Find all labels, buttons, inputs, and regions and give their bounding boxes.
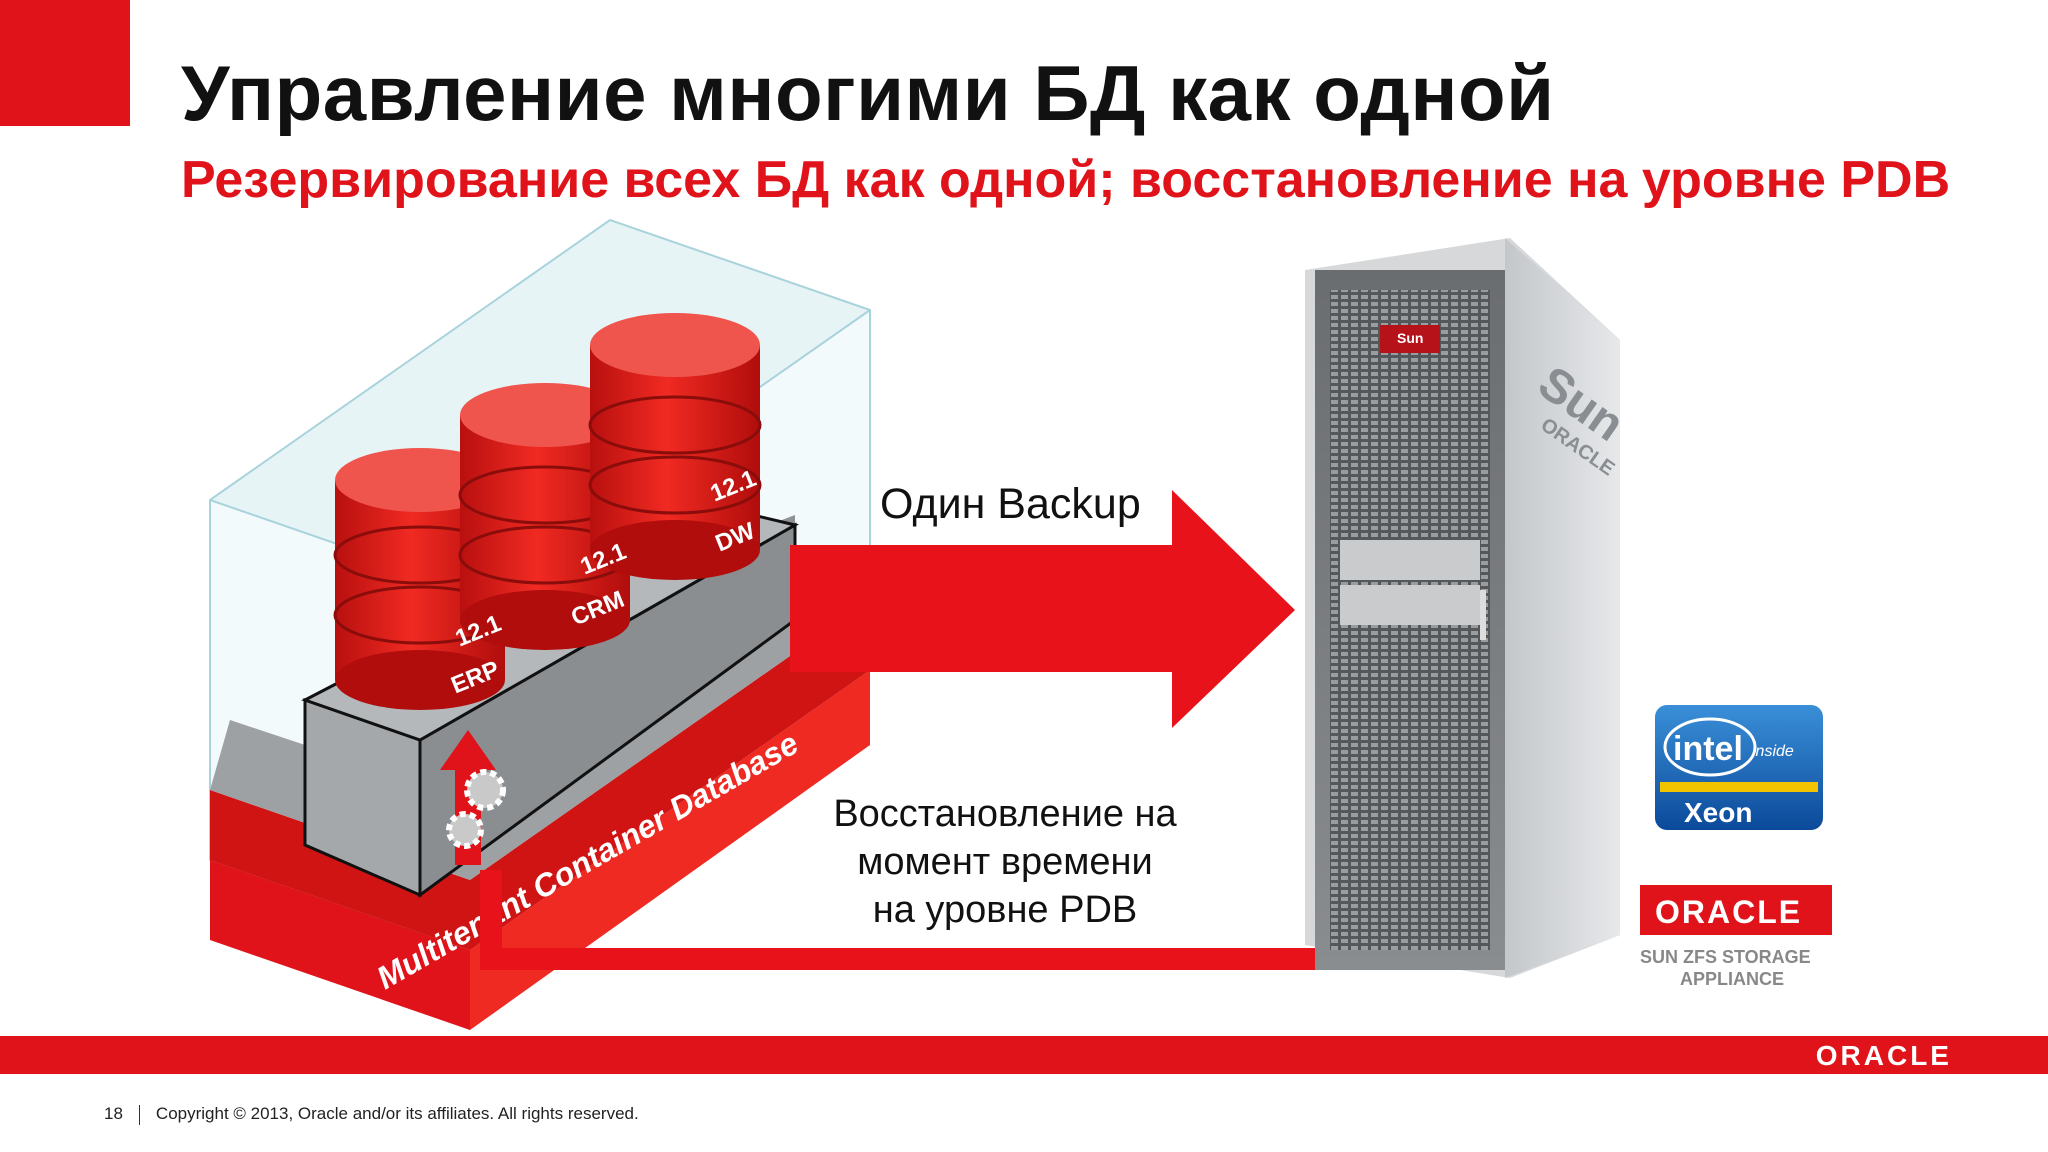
intel-inside: inside [1752, 743, 1794, 760]
zfs-storage-badge [1640, 885, 1832, 935]
restore-label-line-3: на уровне PDB [872, 889, 1138, 931]
corner-accent-block [0, 0, 130, 126]
intel-xeon-badge [1655, 705, 1823, 830]
zfs-logo: ORACLE [1655, 894, 1802, 930]
page-number: 18 [104, 1104, 123, 1123]
restore-line [480, 870, 1420, 970]
zfs-line1: SUN ZFS STORAGE [1640, 947, 1811, 967]
restore-label-line-1: Восстановление на [833, 793, 1177, 835]
backup-label: Один Backup [880, 480, 1141, 528]
intel-brand: intel [1673, 730, 1743, 768]
intel-xeon: Xeon [1684, 797, 1752, 828]
gear-icon [440, 730, 506, 865]
slide-title: Управление многими БД как одной [181, 49, 1555, 137]
restore-label: Восстановление на момент времени на уров… [810, 790, 1200, 934]
footer-oracle-logo: ORACLE [1815, 1040, 1952, 1071]
footer-separator [138, 1104, 140, 1125]
footer: 18 Copyright © 2013, Oracle and/or its af… [104, 1104, 639, 1125]
footer-bar [0, 1036, 2048, 1074]
copyright-text: Copyright © 2013, Oracle and/or its affi… [155, 1104, 639, 1123]
storage-rack [1305, 238, 1620, 978]
zfs-line2: APPLIANCE [1680, 969, 1784, 989]
db-cylinder-dw [588, 313, 762, 580]
slide-subtitle: Резервирование всех БД как одной; восста… [181, 151, 1951, 209]
backup-arrow [790, 490, 1295, 728]
restore-label-line-2: момент времени [857, 841, 1153, 883]
rack-badge: Sun [1397, 330, 1423, 346]
